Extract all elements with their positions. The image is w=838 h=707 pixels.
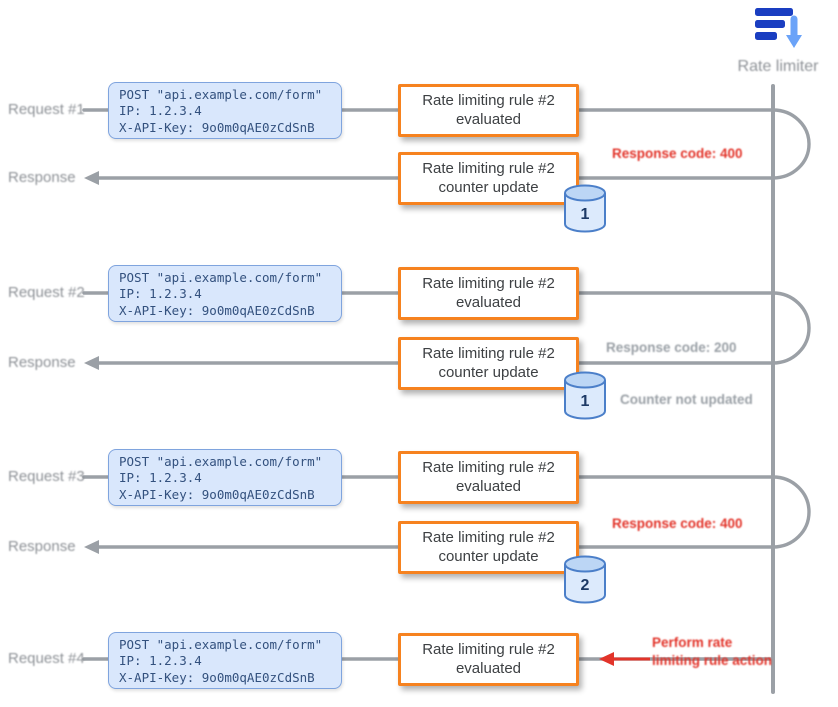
response-1-label: Response	[8, 169, 76, 186]
processing-arc-1	[771, 108, 811, 180]
processing-arc-2	[771, 291, 811, 365]
payload-line: POST "api.example.com/form"	[119, 87, 323, 102]
response-2-counter-note: Counter not updated	[620, 392, 753, 407]
response-2-label: Response	[8, 354, 76, 371]
payload-line: POST "api.example.com/form"	[119, 637, 323, 652]
rate-limiter-actor: Rate limiter	[716, 6, 838, 76]
rule-counter-update-box-2: Rate limiting rule #2 counter update	[398, 337, 579, 390]
request-payload-box-4: POST "api.example.com/form" IP: 1.2.3.4 …	[108, 632, 342, 689]
response-2-arrowhead	[84, 356, 99, 370]
response-3-label: Response	[8, 538, 76, 555]
rule-evaluated-box-3: Rate limiting rule #2 evaluated	[398, 451, 579, 504]
counter-value: 1	[581, 393, 590, 410]
request-3-label: Request #3	[8, 468, 85, 485]
payload-line: IP: 1.2.3.4	[119, 286, 202, 302]
processing-arc-3	[771, 475, 811, 549]
request-payload-box-1: POST "api.example.com/form" IP: 1.2.3.4 …	[108, 82, 342, 139]
payload-line: IP: 1.2.3.4	[119, 653, 202, 669]
mitigation-arrow	[599, 652, 650, 666]
request-2-label: Request #2	[8, 284, 85, 301]
counter-db-1: 1	[562, 184, 608, 241]
payload-line: POST "api.example.com/form"	[119, 270, 323, 285]
request-4-label: Request #4	[8, 650, 85, 667]
response-1-code-annotation: Response code: 400	[612, 146, 743, 161]
payload-line: X-API-Key: 9o0m0qAE0zCdSnB	[119, 119, 315, 135]
payload-line: IP: 1.2.3.4	[119, 470, 202, 486]
payload-line: POST "api.example.com/form"	[119, 454, 323, 469]
response-3-arrowhead	[84, 540, 99, 554]
response-1-arrowhead	[84, 171, 99, 185]
rule-counter-update-box-3: Rate limiting rule #2 counter update	[398, 521, 579, 574]
request-1-label: Request #1	[8, 101, 85, 118]
counter-value: 1	[581, 206, 590, 223]
response-2-code-annotation: Response code: 200	[606, 340, 737, 355]
rule-evaluated-box-4: Rate limiting rule #2 evaluated	[398, 633, 579, 686]
response-3-code-annotation: Response code: 400	[612, 516, 743, 531]
payload-line: X-API-Key: 9o0m0qAE0zCdSnB	[119, 669, 315, 685]
request-4-action-annotation: Perform rate limiting rule action	[652, 635, 773, 668]
request-payload-box-3: POST "api.example.com/form" IP: 1.2.3.4 …	[108, 449, 342, 506]
rule-counter-update-box-1: Rate limiting rule #2 counter update	[398, 152, 579, 205]
rate-limiter-icon	[755, 8, 802, 48]
rule-evaluated-box-1: Rate limiting rule #2 evaluated	[398, 84, 579, 137]
payload-line: X-API-Key: 9o0m0qAE0zCdSnB	[119, 486, 315, 502]
payload-line: IP: 1.2.3.4	[119, 103, 202, 119]
rate-limiter-label: Rate limiter	[737, 58, 819, 75]
payload-line: X-API-Key: 9o0m0qAE0zCdSnB	[119, 302, 315, 318]
request-payload-box-2: POST "api.example.com/form" IP: 1.2.3.4 …	[108, 265, 342, 322]
counter-db-3: 2	[562, 555, 608, 612]
counter-db-2: 1	[562, 371, 608, 428]
response-arrowheads	[84, 171, 99, 554]
counter-value: 2	[581, 577, 590, 594]
rule-evaluated-box-2: Rate limiting rule #2 evaluated	[398, 267, 579, 320]
